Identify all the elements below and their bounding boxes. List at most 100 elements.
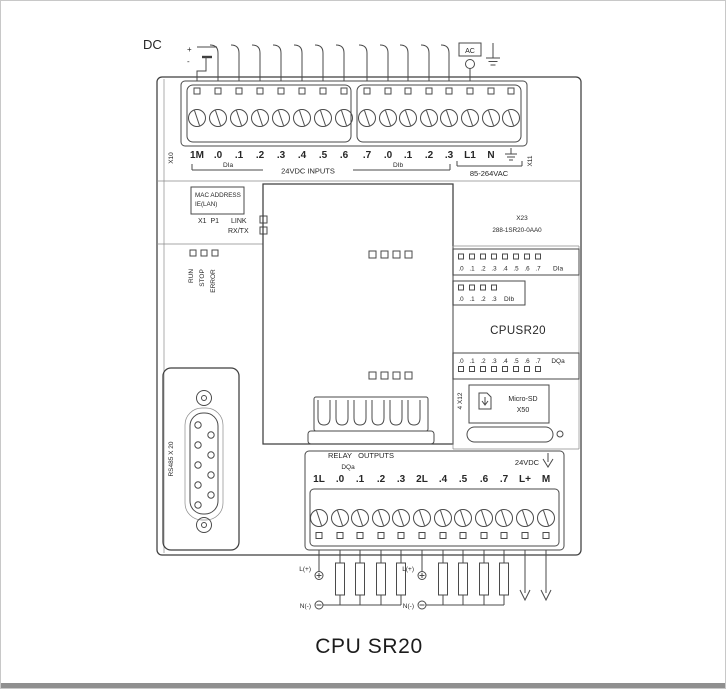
battery-icon: + - [187,45,217,81]
dqa-bit-label: .7 [535,358,541,365]
dia-bit-label: .1 [469,266,475,273]
stop-led-icon [200,249,208,257]
l-plus-label: L(+) [402,566,414,573]
dqa-led-icons [458,366,541,372]
screw-terminal-icon [209,87,227,127]
screw-terminal-icon [461,87,479,127]
screw-terminal-icon [379,87,397,127]
input-term-label: .2 [256,150,265,161]
cpu-model-label: CPUSR20 [490,325,546,337]
screw-terminal-icon [358,87,376,127]
dqa-bit-label: .2 [480,358,486,365]
db9-screw-icon [196,390,212,406]
screw-terminal-icon [413,509,431,539]
ie-lan-label: IE(LAN) [195,201,217,208]
output-term-label: .4 [439,474,448,485]
output-term-label: M [542,474,550,485]
screw-terminal-icon [230,87,248,127]
cpu-module-body [262,183,454,445]
screw-terminal-icon [454,509,472,539]
screw-terminal-icon [434,509,452,539]
screw-terminal-icon [351,509,369,539]
input-term-label: .0 [214,150,223,161]
screw-terminal-icon [440,87,458,127]
dqa-bit-label: .6 [524,358,530,365]
load-icon [335,562,345,596]
input-term-label: .7 [363,150,372,161]
dia-bit-label: .2 [480,266,486,273]
dib-bit-label: .0 [458,296,464,303]
input-term-label: .3 [277,150,286,161]
dqa-row-label: DQa [551,358,565,365]
run-led-icon [189,249,197,257]
screen-edge [1,683,725,688]
load-icon [396,562,406,596]
input-sensor-wires [209,44,450,81]
l-plus-source-icon [314,571,324,580]
sensor-supply-label: 24VDC [515,458,540,467]
output-terminal-block: RELAY OUTPUTS DQa 24VDC 1L .0 .1 .2 .3 2… [304,450,565,551]
vent-slots-bottom [368,371,413,380]
load-wiring: L(+) N(-) L(+) N(-) [299,550,552,610]
input-term-label: .5 [319,150,328,161]
load-icon [458,562,468,596]
db9-shell [189,412,219,515]
dc-supply: DC + - [143,37,217,81]
figure-caption: CPU SR20 [315,635,423,658]
down-arrow-icon [519,589,531,602]
plc-chassis [156,76,582,556]
screw-terminal-icon [335,87,353,127]
input-term-label: .1 [404,150,413,161]
n-minus-label: N(-) [403,603,414,610]
output-term-label: .5 [459,474,468,485]
load-icon [355,562,365,596]
sd-slot[interactable] [466,426,554,443]
screw-terminal-icon [420,87,438,127]
dib-led-icons [458,284,497,291]
screw-terminal-icon [495,509,513,539]
n-minus-label: N(-) [300,603,311,610]
screw-terminal-icon [314,87,332,127]
input-term-label: .2 [425,150,434,161]
ac-supply: AC [458,42,500,81]
screw-terminal-icon [272,87,290,127]
range-captions: 24VDC INPUTS 85-264VAC [191,161,523,178]
load-wires-1 [339,550,402,605]
ground-icon [486,43,500,66]
screw-terminal-icon [392,509,410,539]
mac-address-label: MAC ADDRESS [195,192,241,199]
link-led-label: LINK [231,218,247,225]
dia-bit-label: .6 [524,266,530,273]
db9-pins [194,421,215,509]
input-term-label: .6 [340,150,349,161]
screw-terminal-icon [516,509,534,539]
sd-card-area: 4 X12 Micro-SD X50 [457,384,564,443]
dqa-bit-label: .5 [513,358,519,365]
dia-bit-label: .4 [502,266,508,273]
sd-name-label: Micro-SD [508,396,537,403]
dqa-bit-label: .0 [458,358,464,365]
dia-row-label: DIa [553,266,564,273]
ac-label: AC [465,48,475,55]
dqa-output-label: DQa [341,464,355,471]
dib-bit-label: .3 [491,296,497,303]
input-term-label: 1M [190,150,204,161]
dia-bit-label: .0 [458,266,464,273]
input-term-label: .4 [298,150,307,161]
screw-terminal-icon [331,509,349,539]
pe-terminal-icon [505,148,517,161]
top-terminal-labels: 1M .0 .1 .2 .3 .4 .5 .6 DIa .7 .0 .1 .2 … [168,148,534,169]
vent-slots-top [368,250,413,259]
top-terminal-blocks [180,80,528,147]
x10-connector-label: X10 [168,152,175,164]
ac-range-caption: 85-264VAC [470,169,509,178]
stop-led-label: STOP [199,269,206,287]
input-term-label: .0 [384,150,393,161]
board-id: X23 288-1SR20-0AA0 [492,215,542,234]
connector-clamps [317,400,421,426]
dqa-bit-label: .4 [502,358,508,365]
rxtx-led-label: RX/TX [228,228,249,235]
sd-card-icon [478,392,492,410]
load-icon [376,562,386,596]
screw-terminal-icon [399,87,417,127]
